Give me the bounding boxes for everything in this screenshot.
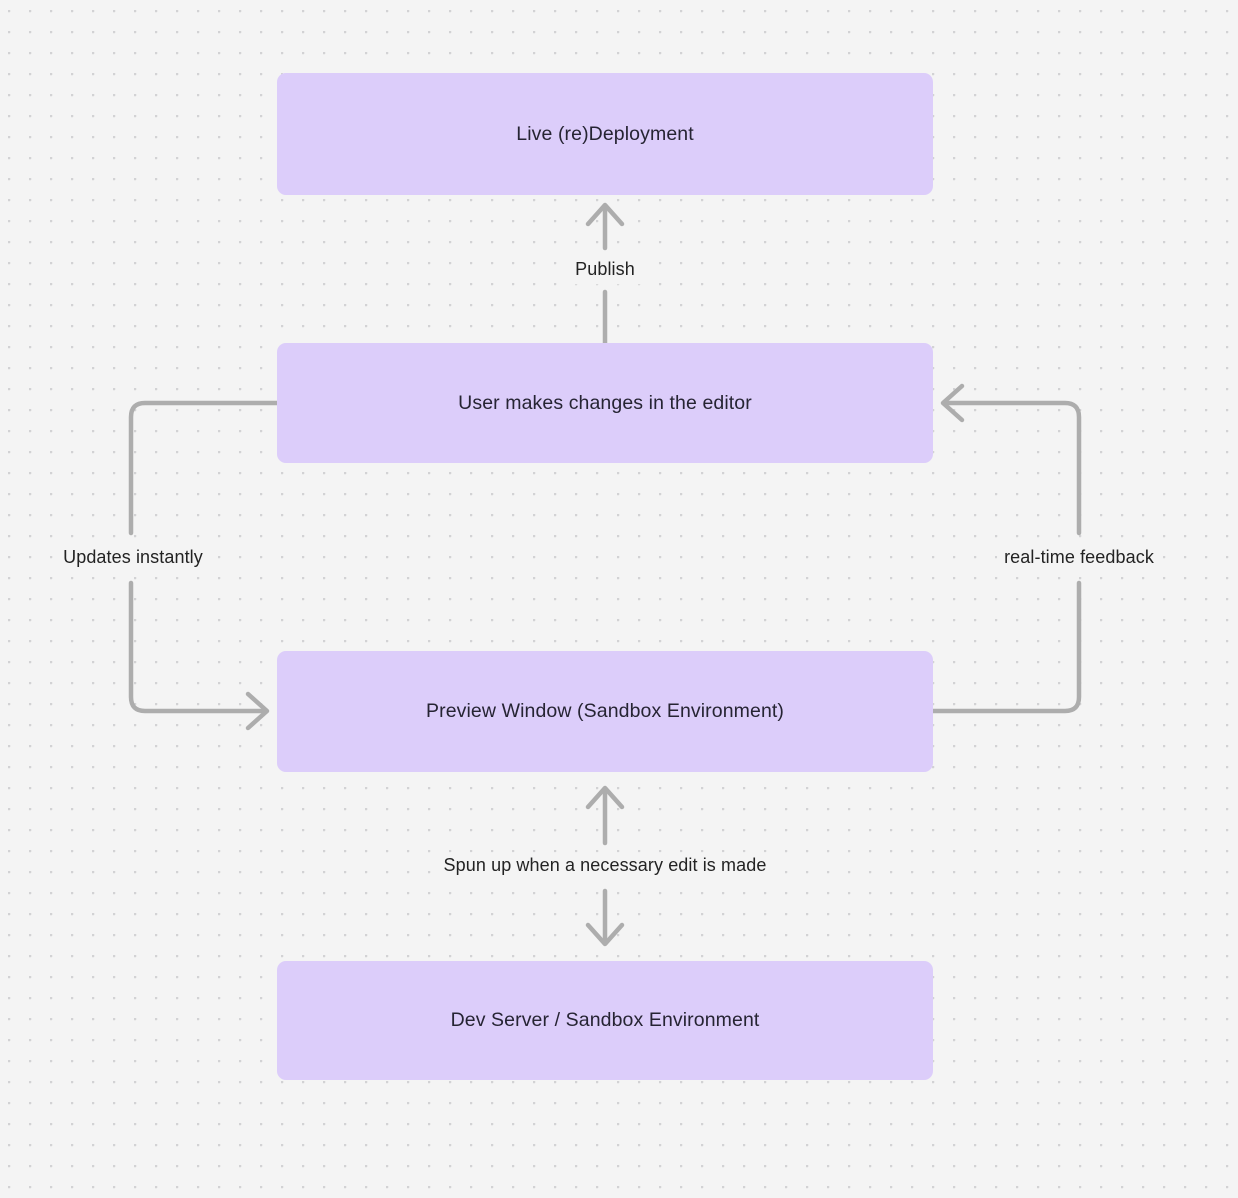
edge-label-updates-instantly: Updates instantly <box>56 544 210 572</box>
arrowhead-up-publish <box>585 202 625 227</box>
node-dev-server[interactable]: Dev Server / Sandbox Environment <box>277 961 933 1080</box>
node-live-deployment[interactable]: Live (re)Deployment <box>277 73 933 195</box>
node-label: Dev Server / Sandbox Environment <box>450 1009 760 1032</box>
edge-label-real-time-feedback: real-time feedback <box>997 544 1161 572</box>
arrowhead-up-spunup <box>585 785 625 810</box>
edge-label-publish: Publish <box>568 256 642 284</box>
node-user-edits[interactable]: User makes changes in the editor <box>277 343 933 463</box>
arrowhead-left-feedback <box>940 383 965 423</box>
node-preview-window[interactable]: Preview Window (Sandbox Environment) <box>277 651 933 772</box>
arrowhead-right-updates <box>245 691 270 731</box>
node-label: Preview Window (Sandbox Environment) <box>426 700 784 723</box>
edge-label-spun-up: Spun up when a necessary edit is made <box>436 852 774 880</box>
node-label: User makes changes in the editor <box>458 391 752 414</box>
node-label: Live (re)Deployment <box>516 122 694 145</box>
arrowhead-down-spunup <box>585 922 625 947</box>
